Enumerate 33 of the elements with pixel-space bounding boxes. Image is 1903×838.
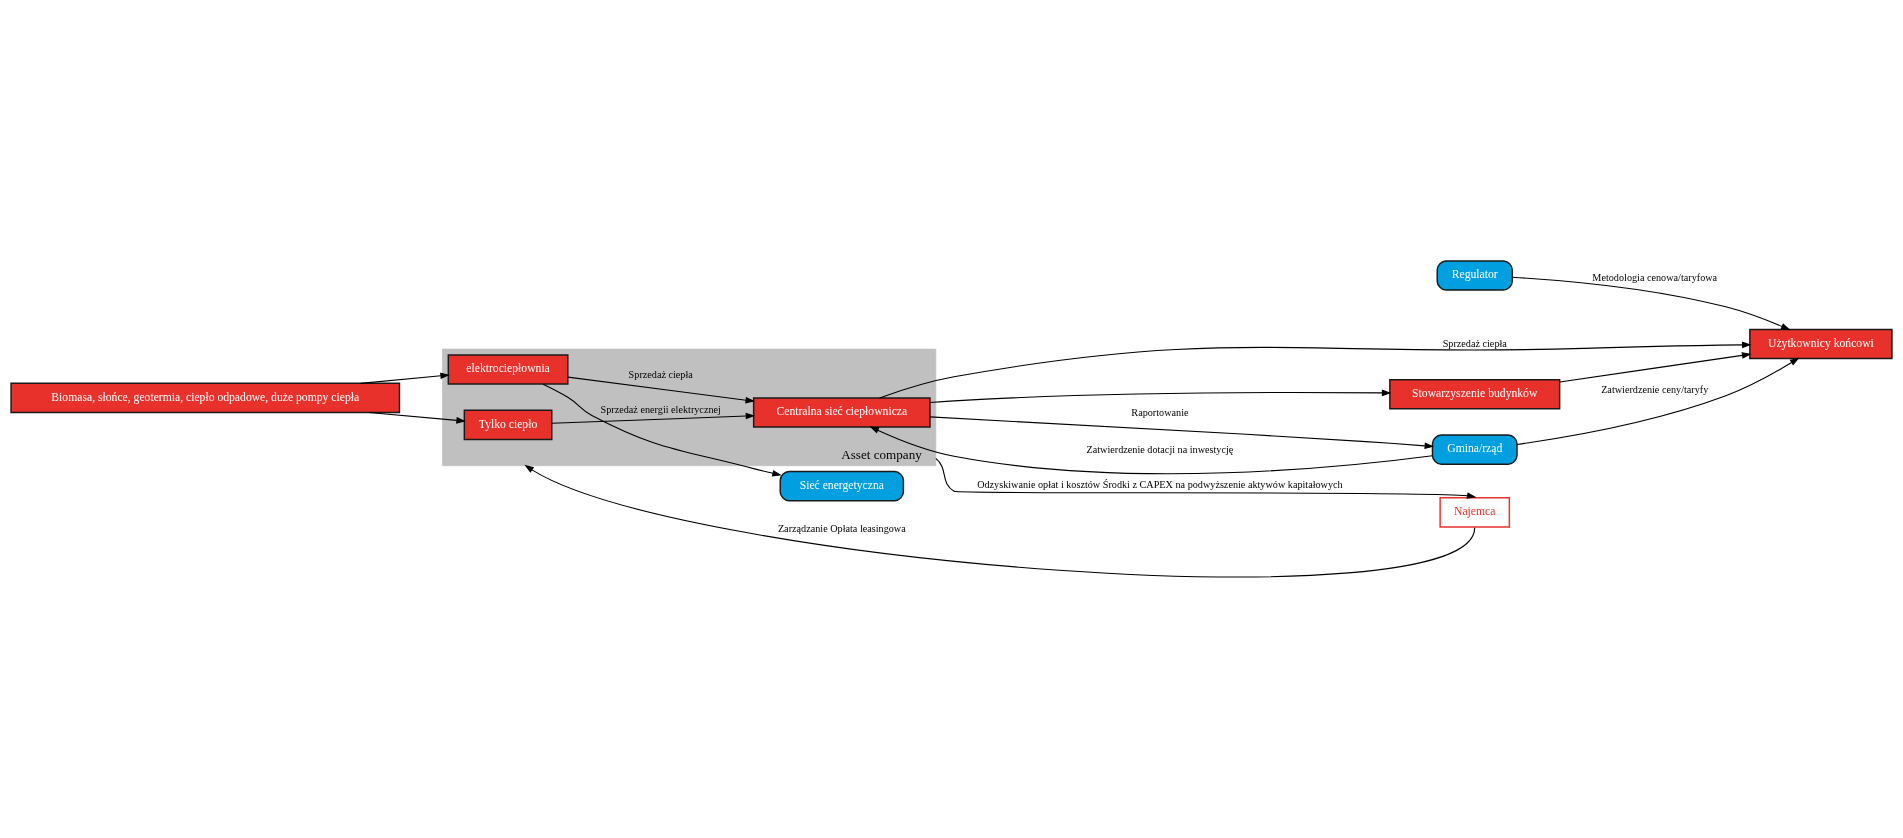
arrow — [360, 372, 450, 384]
node-box: elektrociepłownia — [447, 354, 569, 385]
arrow — [1559, 352, 1752, 383]
arrow — [551, 412, 756, 424]
arrow — [869, 426, 1433, 475]
node-box: Biomasa, słońce, geotermia, ciepło odpadowe, duże pompy ciepła — [10, 382, 401, 414]
edge-label: Raportowanie — [1131, 407, 1189, 419]
edge-label: Sprzedaż ciepła — [1442, 338, 1507, 350]
arrow — [929, 389, 1392, 404]
edge-label: Sprzedaż energii elektrycznej — [600, 403, 721, 415]
node-box: Najemca — [1439, 497, 1511, 528]
edge-label: Zarządzanie Opłata leasingowa — [777, 523, 906, 535]
edge-label: Odzyskiwanie opłat i kosztów Środki z CAPEX na podwyższenie aktywów kapitałowych — [977, 479, 1343, 491]
arrow — [935, 457, 1477, 499]
arrow — [524, 464, 1476, 578]
node-box: Użytkownicy końcowi — [1749, 328, 1893, 360]
arrow — [929, 416, 1435, 450]
arrow — [542, 383, 782, 477]
node-box: Tylko ciepło — [463, 409, 553, 441]
node-box: Gmina/rząd — [1431, 434, 1518, 465]
arrow — [879, 341, 1752, 399]
arrow — [368, 411, 466, 424]
node-box: Regulator — [1436, 260, 1513, 291]
arrow — [567, 376, 755, 404]
node-box: Stowarzyszenie budynków — [1389, 378, 1561, 410]
arrow — [1511, 276, 1791, 331]
arrow — [1516, 357, 1800, 445]
node-box: Sieć energetyczna — [779, 470, 905, 502]
edge-label: Sprzedaż ciepła — [628, 369, 693, 381]
node-box: Centralna sieć ciepłownicza — [752, 397, 931, 428]
edge-label: Zatwierdzenie dotacji na inwestycję — [1086, 444, 1234, 456]
edge-label: Zatwierdzenie ceny/taryfy — [1601, 383, 1709, 395]
edge-label: Metodologia cenowa/taryfowa — [1592, 271, 1718, 283]
